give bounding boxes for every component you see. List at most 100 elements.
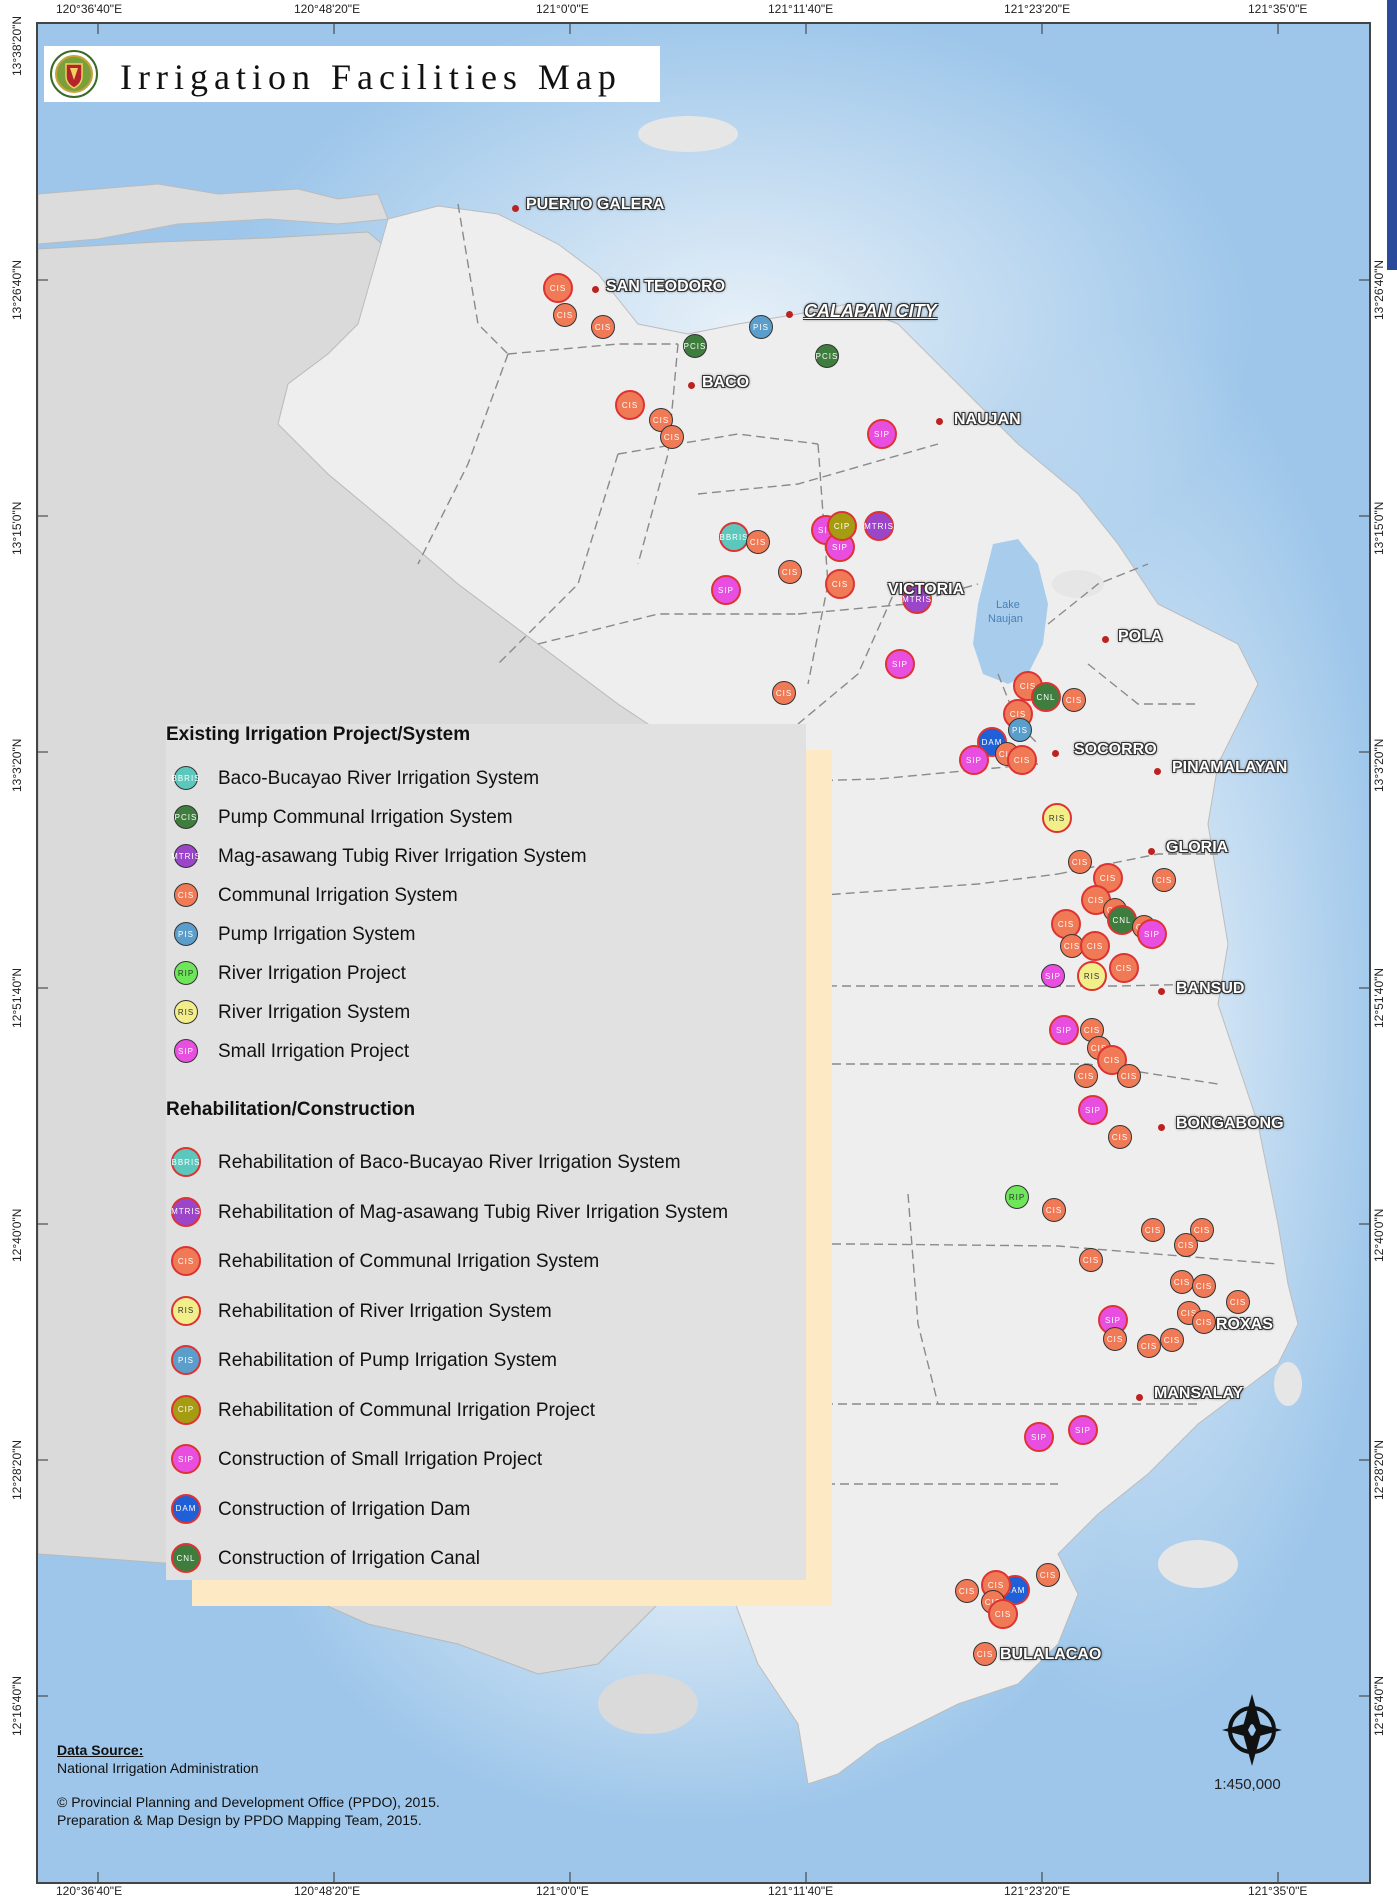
town-dot — [1102, 636, 1109, 643]
bbris-symbol-icon: BBRIS — [172, 766, 200, 790]
legend-item-label: Construction of Irrigation Canal — [218, 1548, 480, 1569]
town-label-bulalacao: BULALACAO — [1000, 1646, 1102, 1663]
coord-label: 121°0'0"E — [536, 2, 589, 16]
coord-label: 120°36'40"E — [56, 2, 123, 16]
coord-label: 12°51'40"N — [1372, 967, 1386, 1028]
sip-symbol-icon: SIP — [1137, 919, 1167, 949]
cip-symbol-icon: CIP — [827, 511, 857, 541]
legend-item-label: Rehabilitation of River Irrigation Syste… — [218, 1300, 552, 1322]
town-label-roxas: ROXAS — [1216, 1316, 1273, 1333]
coord-label: 13°3'20"N — [1372, 738, 1386, 792]
pcis-symbol-icon: PCIS — [174, 805, 198, 829]
sip-symbol-icon: SIP — [1024, 1422, 1054, 1452]
town-label-mansalay: MANSALAY — [1154, 1385, 1244, 1402]
sip-symbol-icon: SIP — [959, 745, 989, 775]
legend-item-label: River Irrigation Project — [218, 963, 406, 984]
mtris-symbol-icon: MTRIS — [864, 511, 894, 541]
legend-item-label: Small Irrigation Project — [218, 1041, 410, 1062]
ris-symbol-icon: RIS — [1077, 961, 1107, 991]
legend-item-label: Construction of Small Irrigation Project — [218, 1449, 543, 1470]
coord-label: 12°51'40"N — [10, 967, 24, 1028]
sip-symbol-icon: SIP — [1049, 1015, 1079, 1045]
cis-symbol-icon: CIS — [988, 1599, 1018, 1629]
cis-symbol-icon: CIS — [660, 425, 684, 449]
cis-symbol-icon: CIS — [591, 315, 615, 339]
island — [1052, 570, 1104, 598]
pis-symbol-icon: PIS — [1008, 718, 1032, 742]
rip-symbol-icon: RIP — [1005, 1185, 1029, 1209]
island — [598, 1674, 698, 1734]
legend-item-label: Mag-asawang Tubig River Irrigation Syste… — [218, 846, 587, 867]
provincial-seal-icon — [50, 50, 98, 98]
map-title: Irrigation Facilities Map — [120, 57, 622, 97]
legend-item-label: Construction of Irrigation Dam — [218, 1498, 471, 1520]
sip-symbol-icon: SIP — [171, 1444, 201, 1474]
legend-item-label: Rehabilitation of Communal Irrigation Sy… — [218, 1251, 600, 1272]
sip-symbol-icon: SIP — [174, 1039, 198, 1063]
lake-label-line2: Naujan — [988, 613, 1023, 625]
cis-symbol-icon: CIS — [1062, 688, 1086, 712]
sip-symbol-icon: SIP — [711, 575, 741, 605]
coord-label: 13°26'40"N — [10, 259, 24, 320]
rip-symbol-icon: RIP — [174, 961, 198, 985]
town-dot — [1158, 988, 1165, 995]
legend: Existing Irrigation Project/System BBRIS… — [166, 724, 806, 1580]
town-dot — [1052, 750, 1059, 757]
mtris-symbol-icon: MTRIS — [171, 1196, 201, 1227]
cis-symbol-icon: CIS — [1137, 1334, 1161, 1358]
cis-symbol-icon: CIS — [543, 273, 573, 303]
town-label-puerto-galera: PUERTO GALERA — [526, 196, 665, 213]
town-dot — [512, 205, 519, 212]
cis-symbol-icon: CIS — [1007, 745, 1037, 775]
town-label-socorro: SOCORRO — [1074, 741, 1157, 758]
town-label-naujan: NAUJAN — [954, 411, 1021, 428]
coord-label: 13°15'0"N — [10, 501, 24, 555]
cis-symbol-icon: CIS — [1074, 1064, 1098, 1088]
legend-item-label: Rehabilitation of Pump Irrigation System — [218, 1350, 557, 1371]
coord-label: 120°36'40"E — [56, 1884, 123, 1898]
coord-label: 121°0'0"E — [536, 1884, 589, 1898]
town-dot — [1154, 768, 1161, 775]
cis-symbol-icon: CIS — [1226, 1290, 1250, 1314]
cis-symbol-icon: CIS — [1117, 1064, 1141, 1088]
lake-naujan — [973, 539, 1048, 684]
data-source-title: Data Source: — [57, 1742, 144, 1758]
coord-label: 121°23'20"E — [1004, 1884, 1071, 1898]
ris-symbol-icon: RIS — [171, 1295, 201, 1326]
bbris-symbol-icon: BBRIS — [171, 1147, 201, 1177]
coord-label: 13°15'0"N — [1372, 501, 1386, 555]
town-label-gloria: GLORIA — [1166, 839, 1229, 856]
cis-symbol-icon: CIS — [1160, 1328, 1184, 1352]
credit-line-1: © Provincial Planning and Development Of… — [57, 1794, 440, 1810]
title-box: Irrigation Facilities Map — [44, 46, 660, 102]
cis-symbol-icon: CIS — [553, 303, 577, 327]
legend-item-label: Pump Communal Irrigation System — [218, 807, 513, 828]
cis-symbol-icon: CIS — [778, 560, 802, 584]
coord-label: 121°35'0"E — [1248, 2, 1308, 16]
cis-symbol-icon: CIS — [1141, 1218, 1165, 1242]
page-edge-bar — [1387, 0, 1397, 270]
dam-symbol-icon: DAM — [171, 1493, 201, 1524]
cis-symbol-icon: CIS — [1192, 1274, 1216, 1298]
cis-symbol-icon: CIS — [973, 1642, 997, 1666]
legend-rehab-title: Rehabilitation/Construction — [166, 1099, 416, 1120]
cis-symbol-icon: CIS — [1097, 1045, 1127, 1075]
legend-item-label: Rehabilitation of Mag-asawang Tubig Rive… — [218, 1201, 729, 1223]
town-dot — [1136, 1394, 1143, 1401]
cis-symbol-icon: CIS — [746, 530, 770, 554]
town-label-pola: POLA — [1118, 628, 1163, 645]
coord-label: 12°40'0"N — [10, 1208, 24, 1262]
legend-existing-title: Existing Irrigation Project/System — [166, 724, 471, 745]
cis-symbol-icon: CIS — [615, 390, 645, 420]
cis-symbol-icon: CIS — [1152, 868, 1176, 892]
sip-symbol-icon: SIP — [867, 419, 897, 449]
legend-item-label: River Irrigation System — [218, 1002, 411, 1023]
sip-symbol-icon: SIP — [1078, 1095, 1108, 1125]
coord-label: 120°48'20"E — [294, 1884, 361, 1898]
ris-symbol-icon: RIS — [1042, 803, 1072, 833]
cis-symbol-icon: CIS — [171, 1246, 201, 1276]
town-dot — [1148, 848, 1155, 855]
lake-label-line1: Lake — [996, 599, 1020, 611]
legend-item-label: Pump Irrigation System — [218, 924, 416, 945]
coord-label: 13°26'40"N — [1372, 259, 1386, 320]
